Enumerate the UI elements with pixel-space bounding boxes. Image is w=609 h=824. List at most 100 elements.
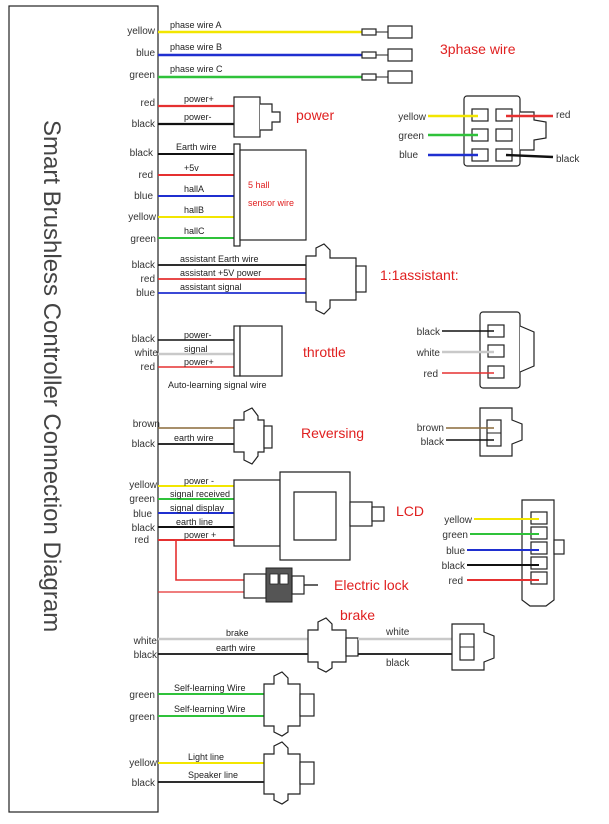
phase-conn-label-green: green bbox=[398, 131, 424, 142]
assist-wire-5v-label: assistant +5V power bbox=[180, 268, 261, 278]
power-connector bbox=[233, 96, 281, 138]
hall-side-label-green: green bbox=[130, 234, 156, 245]
reversing-plug-label-black: black bbox=[421, 437, 445, 448]
brake-out-label-white: white bbox=[385, 627, 410, 638]
lock-connector bbox=[243, 567, 318, 603]
hall-connector bbox=[233, 143, 307, 247]
reversing-side-label-brown: brown bbox=[133, 419, 160, 430]
hall-side-label-red: red bbox=[139, 170, 153, 181]
hall-section: black red blue yellow green Earth wire +… bbox=[128, 142, 307, 247]
lcd-title: LCD bbox=[396, 503, 424, 519]
phase-terminal-b bbox=[361, 48, 413, 62]
lcd-wire-power-plus-label: power + bbox=[184, 530, 216, 540]
throttle-plug-label-red: red bbox=[424, 369, 438, 380]
power-title: power bbox=[296, 107, 334, 123]
lcd-plug-label-yellow: yellow bbox=[444, 515, 473, 526]
controller-box bbox=[8, 5, 159, 813]
phase-wire-a-label: phase wire A bbox=[170, 20, 222, 30]
selflearn-section: green green Self-learning Wire Self-lear… bbox=[129, 671, 315, 737]
reversing-title: Reversing bbox=[301, 425, 364, 441]
hall-side-label-yellow: yellow bbox=[128, 212, 157, 223]
light-connector bbox=[263, 741, 315, 805]
assist-connector bbox=[305, 243, 367, 315]
throttle-note: Auto-learning signal wire bbox=[168, 380, 267, 390]
throttle-plug-label-white: white bbox=[416, 348, 441, 359]
throttle-wire-minus-label: power- bbox=[184, 330, 212, 340]
phase-side-label-yellow: yellow bbox=[127, 26, 156, 37]
selflearn-wire-1-label: Self-learning Wire bbox=[174, 683, 246, 693]
throttle-side-label-red: red bbox=[141, 362, 155, 373]
assist-side-label-red: red bbox=[141, 274, 155, 285]
throttle-plug bbox=[479, 311, 535, 389]
phase-conn-wire-black bbox=[505, 153, 554, 159]
selflearn-side-label-2: green bbox=[129, 712, 155, 723]
lock-title: Electric lock bbox=[334, 577, 410, 593]
throttle-connector bbox=[233, 325, 283, 377]
phase-terminal-a bbox=[361, 25, 413, 39]
assist-wire-signal-label: assistant signal bbox=[180, 282, 242, 292]
throttle-title: throttle bbox=[303, 344, 346, 360]
power-side-label-black: black bbox=[132, 119, 156, 130]
phase-terminal-c bbox=[361, 70, 413, 84]
brake-section: white black brake earth wire brake white… bbox=[133, 607, 495, 673]
assist-wire-earth-label: assistant Earth wire bbox=[180, 254, 259, 264]
lock-section: Electric lock bbox=[158, 540, 410, 603]
lcd-side-label-black: black bbox=[132, 523, 156, 534]
lcd-side-label-red: red bbox=[135, 535, 149, 546]
assist-side-label-blue: blue bbox=[136, 288, 155, 299]
power-wire-minus-label: power- bbox=[184, 112, 212, 122]
hall-wire-a-label: hallA bbox=[184, 184, 204, 194]
phase-conn-label-yellow: yellow bbox=[398, 112, 427, 123]
phase-side-label-green: green bbox=[129, 70, 155, 81]
power-section: red black power+ power- power bbox=[132, 94, 334, 138]
hall-wire-c-label: hallC bbox=[184, 226, 205, 236]
selflearn-connector bbox=[263, 671, 315, 737]
lcd-plug-label-blue: blue bbox=[446, 546, 465, 557]
light-section: yellow black Light line Speaker line bbox=[129, 741, 315, 805]
light-side-label-yellow: yellow bbox=[129, 758, 158, 769]
hall-side-label-black: black bbox=[130, 148, 154, 159]
lcd-plug-label-black: black bbox=[442, 561, 466, 572]
throttle-plug-label-black: black bbox=[417, 327, 441, 338]
throttle-section: black white red power- signal power+ Aut… bbox=[132, 311, 535, 390]
assist-section: black red blue assistant Earth wire assi… bbox=[132, 243, 459, 315]
reversing-wire-earth-label: earth wire bbox=[174, 433, 214, 443]
brake-out-label-black: black bbox=[386, 658, 410, 669]
lcd-side-label-green: green bbox=[129, 494, 155, 505]
lcd-side-label-yellow: yellow bbox=[129, 480, 158, 491]
hall-title-line2: sensor wire bbox=[248, 198, 294, 208]
reversing-plug-label-brown: brown bbox=[417, 423, 444, 434]
brake-title: brake bbox=[340, 607, 375, 623]
lcd-section: yellow green blue black red power - sign… bbox=[129, 471, 565, 607]
hall-wire-earth-label: Earth wire bbox=[176, 142, 217, 152]
diagram-title: Smart Brushless Controller Connection Di… bbox=[38, 120, 65, 632]
phase-wire-b-label: phase wire B bbox=[170, 42, 222, 52]
hall-side-label-blue: blue bbox=[134, 191, 153, 202]
hall-wire-5v-label: +5v bbox=[184, 163, 199, 173]
phase-connector bbox=[463, 95, 547, 167]
lcd-wire-signal-display-label: signal display bbox=[170, 503, 225, 513]
lcd-plug bbox=[521, 499, 565, 607]
hall-title-line1: 5 hall bbox=[248, 180, 270, 190]
speaker-wire-label: Speaker line bbox=[188, 770, 238, 780]
reversing-section: brown black earth wire Reversing brown b… bbox=[132, 407, 523, 465]
lcd-wire-signal-received-label: signal received bbox=[170, 489, 230, 499]
throttle-side-label-white: white bbox=[134, 348, 159, 359]
brake-wire-earth-label: earth wire bbox=[216, 643, 256, 653]
phase-title: 3phase wire bbox=[440, 41, 516, 57]
lock-wire-red bbox=[175, 540, 244, 581]
phase-section: yellow blue green phase wire A phase wir… bbox=[127, 20, 580, 167]
brake-side-label-white: white bbox=[133, 636, 158, 647]
lcd-plug-label-green: green bbox=[442, 530, 468, 541]
assist-title: 1:1assistant: bbox=[380, 267, 459, 283]
reversing-connector bbox=[233, 407, 273, 465]
power-wire-plus-label: power+ bbox=[184, 94, 214, 104]
hall-wire-b-label: hallB bbox=[184, 205, 204, 215]
phase-conn-label-red: red bbox=[556, 110, 570, 121]
phase-wire-c-label: phase wire C bbox=[170, 64, 223, 74]
reversing-side-label-black: black bbox=[132, 439, 156, 450]
brake-plug bbox=[451, 623, 495, 671]
phase-side-label-blue: blue bbox=[136, 48, 155, 59]
brake-wire-label: brake bbox=[226, 628, 249, 638]
